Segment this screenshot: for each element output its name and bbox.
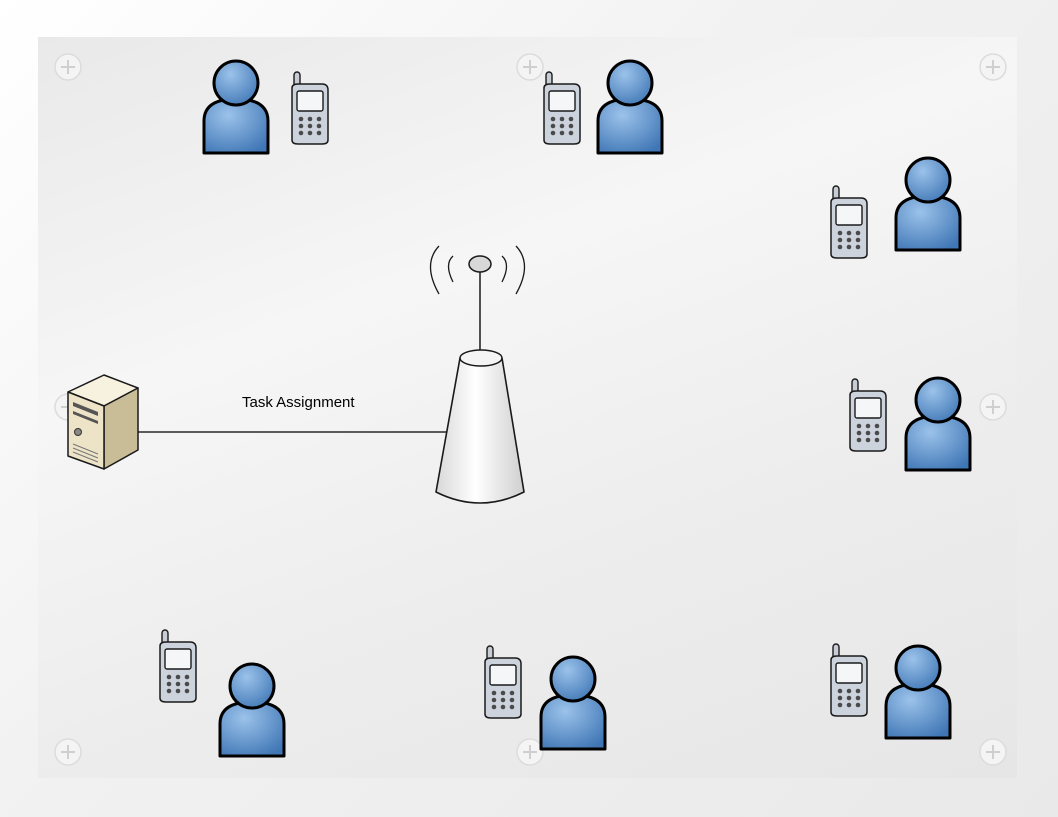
cell-phone-icon: [481, 644, 525, 720]
user-icon: [881, 640, 955, 742]
screw-icon: [978, 737, 1008, 767]
screw-icon: [515, 737, 545, 767]
cell-phone-icon: [827, 642, 871, 718]
screw-icon: [515, 52, 545, 82]
user-icon: [199, 55, 273, 157]
cell-phone-icon: [540, 70, 584, 146]
antenna-tower-icon: [420, 228, 542, 512]
user-icon: [536, 651, 610, 753]
user-icon: [593, 55, 667, 157]
screw-icon: [978, 52, 1008, 82]
cell-phone-icon: [156, 628, 200, 704]
cell-phone-icon: [288, 70, 332, 146]
screw-icon: [53, 737, 83, 767]
server-icon: [64, 372, 144, 474]
cell-phone-icon: [827, 184, 871, 260]
screw-icon: [53, 52, 83, 82]
user-icon: [891, 152, 965, 254]
edge-label: Task Assignment: [242, 394, 355, 411]
screw-icon: [978, 392, 1008, 422]
user-icon: [901, 372, 975, 474]
cell-phone-icon: [846, 377, 890, 453]
user-icon: [215, 658, 289, 760]
